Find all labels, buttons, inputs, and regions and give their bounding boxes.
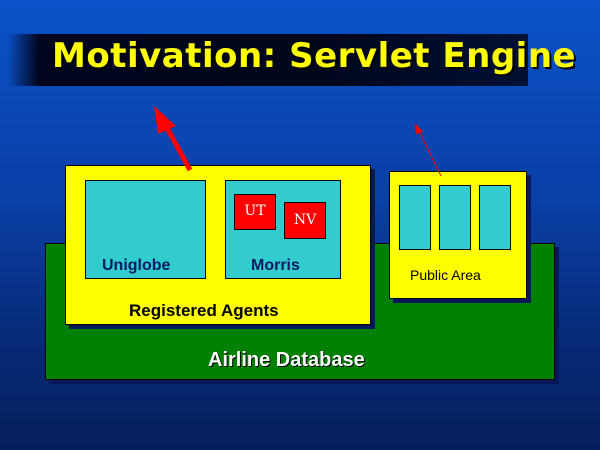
public-area-slot-3 (479, 185, 511, 250)
title-bar (8, 34, 528, 86)
arrow-from-public-area (415, 123, 442, 177)
sub-agent-box-nv: NV (284, 202, 326, 239)
airline-database-label: Airline Database (208, 349, 365, 371)
sub-agent-box-ut: UT (234, 194, 276, 230)
agent-label-morris: Morris (251, 257, 300, 274)
registered-agents-label: Registered Agents (129, 301, 279, 320)
public-area-label: Public Area (410, 267, 481, 283)
agent-label-uniglobe: Uniglobe (102, 257, 171, 274)
public-area-slot-2 (439, 185, 471, 250)
arrow-from-registered-agents (154, 106, 193, 172)
public-area-slot-1 (399, 185, 431, 250)
agent-box-uniglobe (85, 180, 206, 279)
slide-title: Motivation: Servlet Engine (52, 36, 577, 76)
